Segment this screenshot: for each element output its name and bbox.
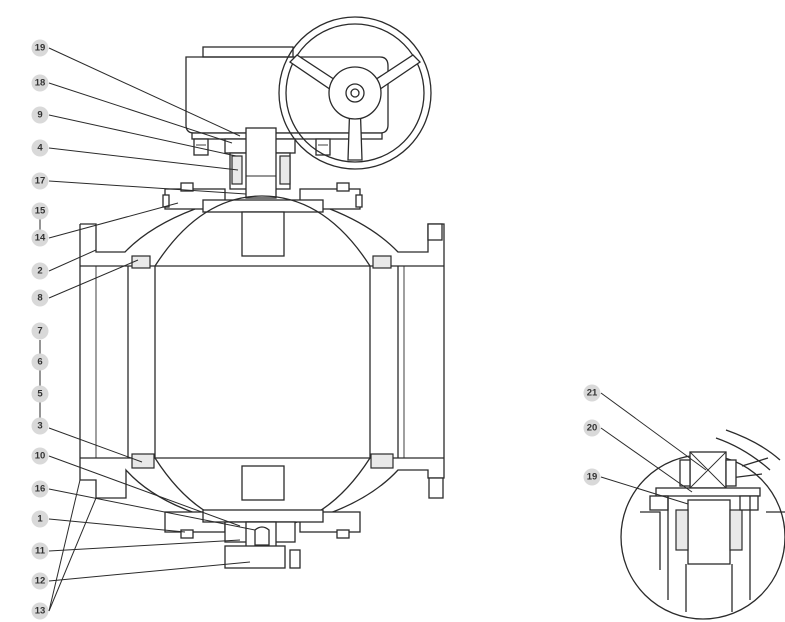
badge-18: 18: [31, 74, 49, 92]
svg-text:7: 7: [37, 326, 42, 337]
lower-trunnion: [164, 509, 361, 569]
badge-15: 15: [31, 202, 49, 220]
svg-text:1: 1: [37, 514, 43, 525]
detail-badge-19: 19: [583, 468, 601, 486]
svg-text:19: 19: [35, 43, 46, 54]
svg-text:2: 2: [37, 266, 42, 277]
badge-13: 13: [31, 602, 49, 620]
bonnet-flange: [162, 182, 363, 213]
badge-14: 14: [31, 229, 49, 247]
gearbox-bolts: [193, 138, 331, 156]
badge-16: 16: [31, 480, 49, 498]
svg-text:10: 10: [35, 451, 46, 462]
badge-7: 7: [31, 322, 49, 340]
svg-text:8: 8: [37, 293, 42, 304]
badge-9: 9: [31, 106, 49, 124]
svg-text:19: 19: [587, 472, 598, 483]
handwheel: [278, 16, 432, 170]
svg-text:4: 4: [37, 143, 43, 154]
svg-text:20: 20: [587, 423, 598, 434]
svg-text:14: 14: [35, 233, 46, 244]
badge-8: 8: [31, 289, 49, 307]
seat-rings: [131, 255, 394, 469]
svg-text:15: 15: [35, 206, 46, 217]
svg-text:5: 5: [37, 389, 43, 400]
svg-text:6: 6: [37, 357, 42, 368]
svg-text:3: 3: [37, 421, 42, 432]
detail-leaders: [600, 392, 707, 505]
badge-11: 11: [31, 542, 49, 560]
upper-stem-housing: [224, 127, 296, 199]
svg-text:11: 11: [35, 546, 46, 557]
svg-text:21: 21: [587, 388, 598, 399]
svg-text:16: 16: [35, 484, 46, 495]
badge-5: 5: [31, 385, 49, 403]
detail-view: [620, 429, 785, 620]
badge-10: 10: [31, 447, 49, 465]
svg-text:12: 12: [35, 576, 46, 587]
badge-12: 12: [31, 572, 49, 590]
badge-6: 6: [31, 353, 49, 371]
badge-2: 2: [31, 262, 49, 280]
svg-text:9: 9: [37, 110, 42, 121]
leader-lines: [39, 47, 256, 612]
badge-1: 1: [31, 510, 49, 528]
svg-text:18: 18: [35, 78, 46, 89]
detail-badge-20: 20: [583, 419, 601, 437]
detail-badge-21: 21: [583, 384, 601, 402]
badge-3: 3: [31, 417, 49, 435]
svg-text:17: 17: [35, 176, 46, 187]
svg-text:13: 13: [35, 606, 46, 617]
badge-4: 4: [31, 139, 49, 157]
ball: [154, 195, 371, 529]
badge-17: 17: [31, 172, 49, 190]
badge-19: 19: [31, 39, 49, 57]
